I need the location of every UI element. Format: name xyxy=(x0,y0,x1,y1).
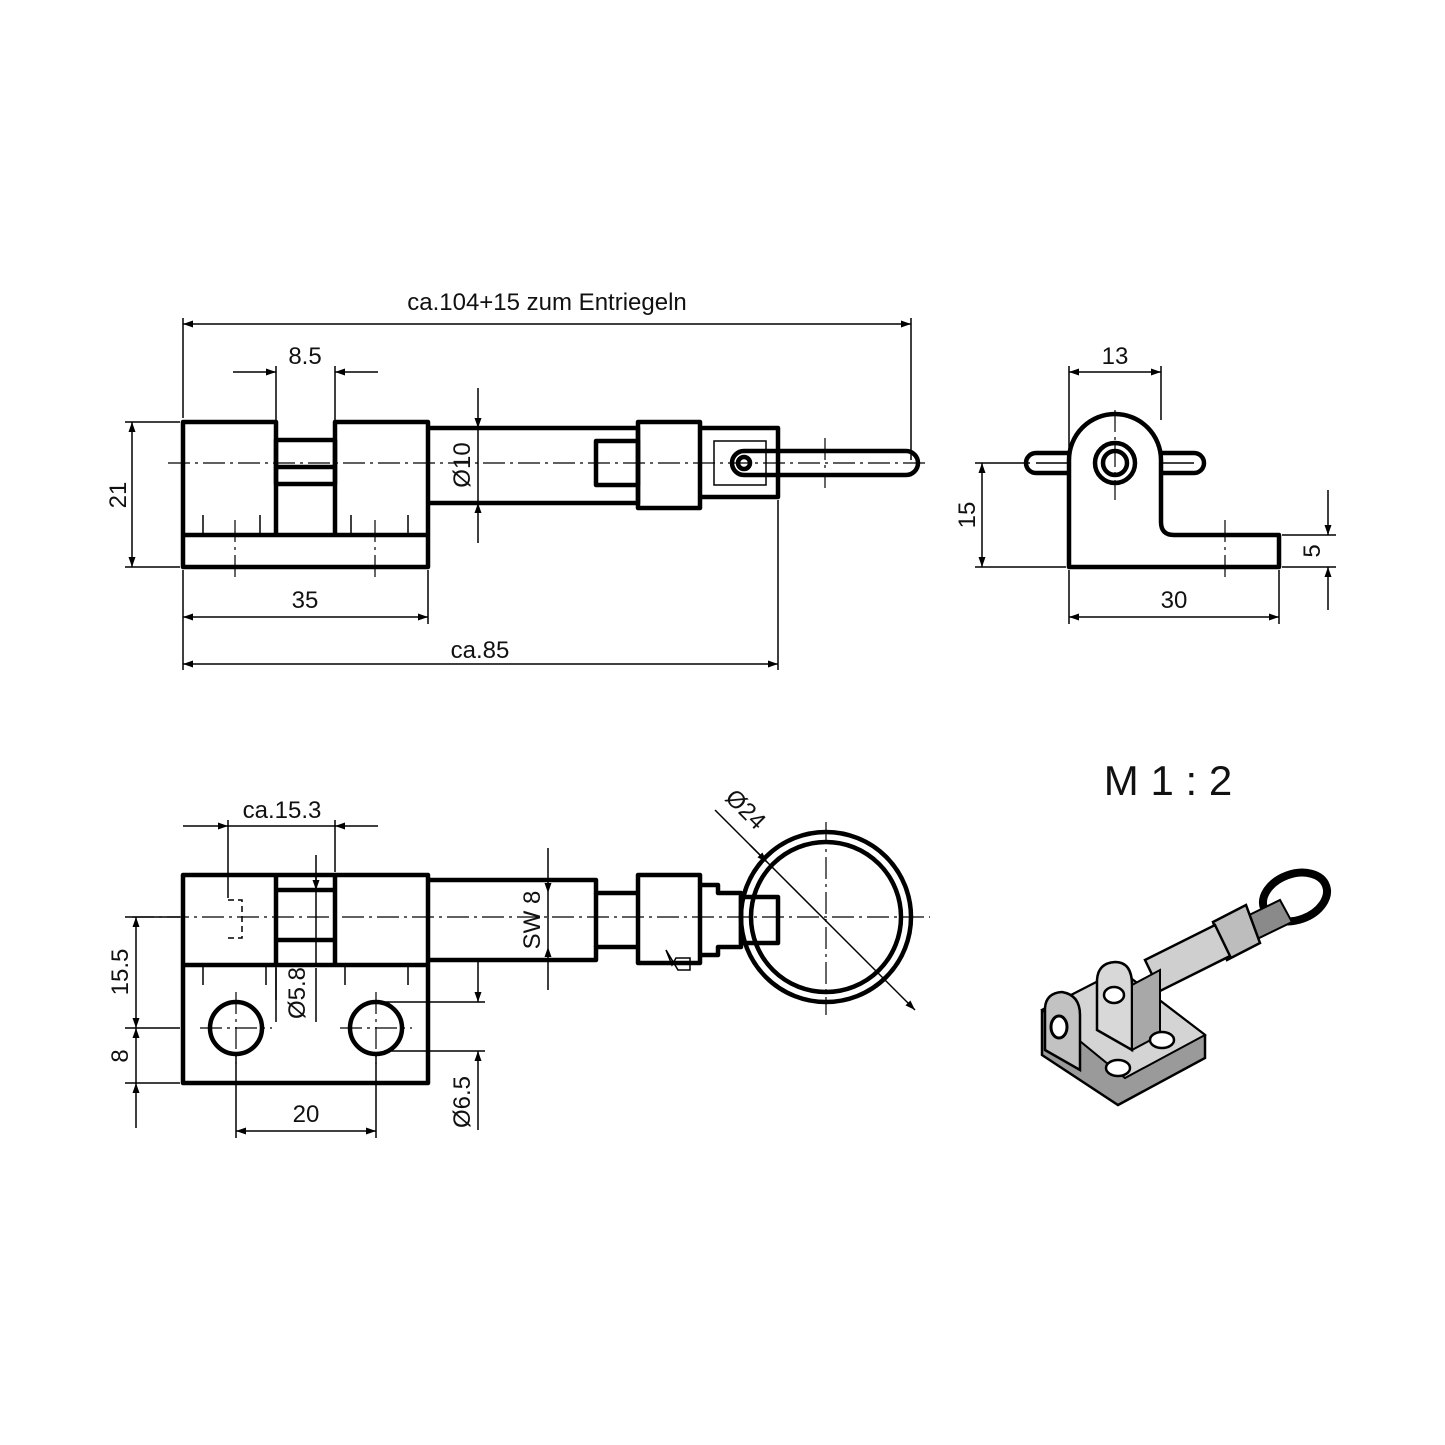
dim-bore-diameter: Ø5.8 xyxy=(284,967,311,1019)
dim-side-width: 13 xyxy=(1102,343,1129,370)
dim-side-height: 15 xyxy=(954,502,981,529)
dim-hole-spacing: 20 xyxy=(293,1101,320,1128)
dim-groove-width: 8.5 xyxy=(288,343,321,370)
scale-label: M 1 : 2 xyxy=(1104,757,1232,804)
dim-base-thickness: 5 xyxy=(1299,544,1326,557)
dim-wrench-size: SW 8 xyxy=(519,891,546,950)
dim-length-to-ring: ca.85 xyxy=(451,637,510,664)
side-view: 13 15 5 30 xyxy=(954,343,1336,624)
dim-height: 21 xyxy=(105,482,132,509)
dim-hole-diameter: Ø6.5 xyxy=(449,1076,476,1128)
dim-pin-diameter: Ø10 xyxy=(449,442,476,487)
front-view: ca.104+15 zum Entriegeln 8.5 21 Ø10 35 c… xyxy=(105,289,925,670)
dim-top-offset: ca.15.3 xyxy=(243,797,322,824)
dim-height-upper: 15.5 xyxy=(107,949,134,996)
top-view: ca.15.3 Ø24 SW 8 Ø5.8 15.5 8 20 Ø6.5 xyxy=(107,784,930,1138)
dim-overall-length: ca.104+15 zum Entriegeln xyxy=(407,289,687,316)
isometric-illustration xyxy=(1040,868,1331,1107)
dim-height-lower: 8 xyxy=(107,1049,134,1062)
dim-side-base-length: 30 xyxy=(1161,587,1188,614)
dim-ring-diameter: Ø24 xyxy=(720,784,771,835)
dim-base-length: 35 xyxy=(292,587,319,614)
